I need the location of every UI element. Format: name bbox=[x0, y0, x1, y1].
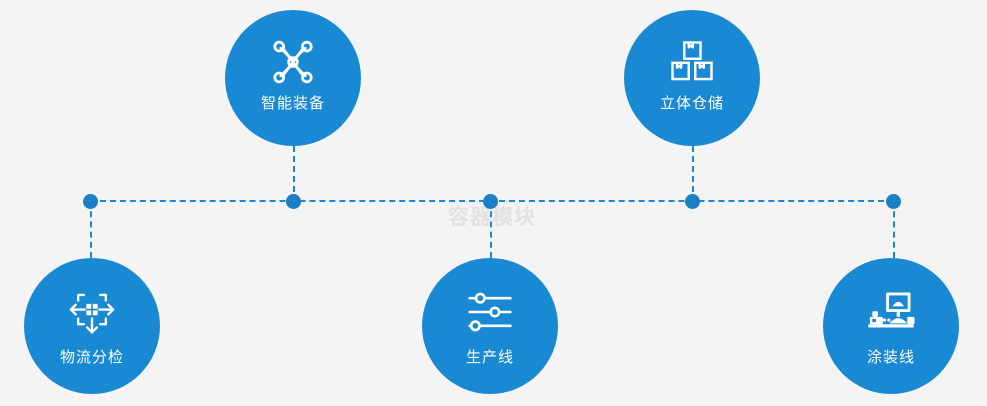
node-label-logistics-sorting: 物流分检 bbox=[59, 348, 124, 366]
spine-node-stereo-warehouse[interactable] bbox=[685, 194, 700, 209]
stem-stereo-warehouse bbox=[692, 146, 694, 202]
stacked-boxes-icon bbox=[671, 41, 713, 81]
stem-smart-equipment bbox=[293, 146, 295, 202]
node-painting-line[interactable]: 涂装线 bbox=[823, 258, 959, 394]
node-stereo-warehouse[interactable]: 立体仓储 bbox=[624, 10, 760, 146]
factory-machine-icon bbox=[868, 292, 915, 328]
spine-node-painting-line[interactable] bbox=[886, 194, 901, 209]
sliders-icon bbox=[468, 292, 512, 332]
stem-production-line bbox=[490, 201, 492, 258]
spine-node-smart-equipment[interactable] bbox=[286, 194, 301, 209]
network-nodes-icon bbox=[273, 40, 313, 84]
node-label-painting-line: 涂装线 bbox=[866, 348, 915, 366]
node-logistics-sorting[interactable]: 物流分检 bbox=[24, 258, 160, 394]
node-label-production-line: 生产线 bbox=[465, 348, 514, 366]
node-label-stereo-warehouse: 立体仓储 bbox=[659, 94, 724, 112]
node-smart-equipment[interactable]: 智能装备 bbox=[225, 10, 361, 146]
spine-node-production-line[interactable] bbox=[483, 194, 498, 209]
node-label-smart-equipment: 智能装备 bbox=[260, 94, 325, 112]
stem-painting-line bbox=[893, 201, 895, 258]
spine-node-logistics-sorting[interactable] bbox=[83, 194, 98, 209]
node-production-line[interactable]: 生产线 bbox=[422, 258, 558, 394]
sorting-arrows-icon bbox=[69, 293, 115, 334]
stem-logistics-sorting bbox=[90, 201, 92, 258]
